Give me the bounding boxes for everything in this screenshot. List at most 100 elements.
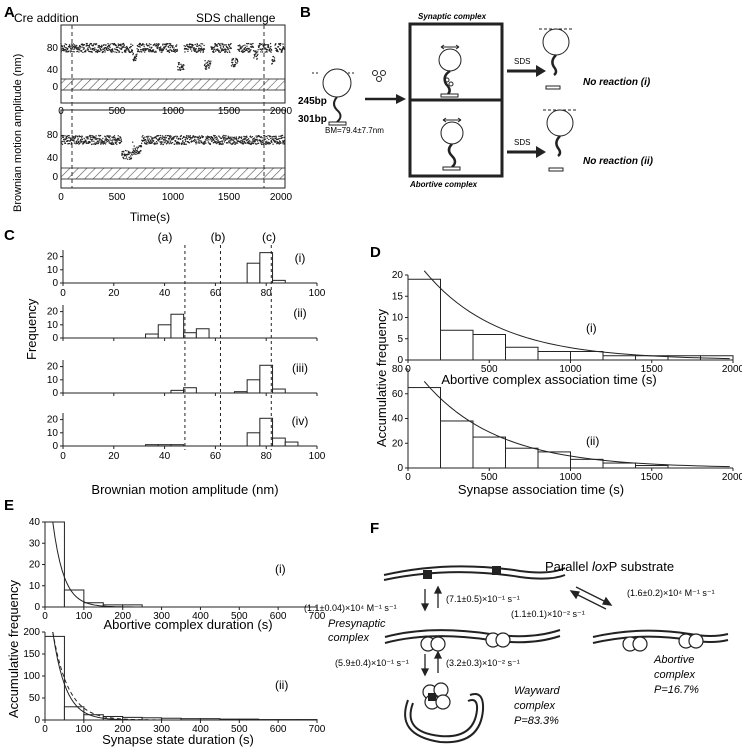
d-ytick-label: 20	[392, 438, 404, 449]
d-ytick-label: 0	[397, 463, 403, 474]
trace-point	[183, 45, 185, 47]
trace-point	[139, 145, 142, 148]
trace-point	[94, 138, 97, 140]
trace-point	[162, 43, 164, 45]
trace-point	[225, 137, 227, 139]
trace-point	[183, 68, 185, 71]
trace-point	[68, 135, 70, 137]
trace-point	[186, 43, 188, 46]
trace-point	[256, 57, 258, 60]
trace-point	[208, 136, 211, 138]
trace-point	[176, 143, 178, 145]
trace-point	[125, 50, 127, 52]
trace-point	[223, 139, 225, 141]
trace-point	[260, 140, 262, 142]
c-ytick-label: 0	[52, 441, 58, 452]
trace-point	[196, 43, 199, 46]
trace-point	[148, 44, 150, 47]
trace-point	[245, 139, 248, 142]
trace-point	[133, 152, 136, 154]
trace-point	[178, 63, 180, 65]
trace-point	[211, 140, 213, 143]
trace-point	[256, 138, 258, 141]
trace-point	[227, 135, 229, 138]
trace-point	[93, 143, 96, 145]
trace-point	[131, 44, 134, 47]
d-bar	[602, 462, 636, 469]
trace-point	[86, 42, 88, 45]
cre-molecules-icon	[372, 70, 386, 82]
trace-point	[207, 64, 210, 67]
trace-point	[161, 51, 163, 53]
trace-point	[169, 43, 172, 45]
trace-point	[79, 46, 82, 48]
trace-point	[240, 136, 243, 138]
trace-point	[82, 140, 84, 143]
trace-point	[279, 137, 281, 140]
trace-point	[121, 154, 123, 156]
trace-point	[82, 142, 85, 144]
trace-point	[76, 142, 79, 145]
trace-point	[137, 48, 140, 51]
trace-point	[136, 53, 138, 55]
trace-point	[189, 137, 192, 139]
trace-point	[78, 51, 80, 53]
trace-point	[106, 47, 108, 49]
trace-point	[65, 50, 67, 52]
trace-point	[174, 51, 176, 53]
trace-point	[140, 146, 143, 148]
trace-point	[255, 143, 258, 145]
trace-point	[238, 50, 241, 52]
trace-point	[134, 55, 136, 58]
trace-point	[229, 137, 231, 139]
trace-point	[176, 137, 178, 139]
trace-point	[279, 44, 281, 47]
trace-point	[177, 69, 179, 71]
trace-point	[231, 138, 233, 140]
trace-point	[249, 135, 252, 137]
trace-point	[64, 142, 67, 145]
trace-point	[79, 48, 81, 50]
trace-point	[181, 65, 183, 67]
trace-point	[205, 142, 207, 144]
trace-point	[235, 143, 237, 145]
trace-point	[136, 48, 138, 50]
a-bot-ytick-0: 0	[52, 172, 58, 183]
trace-point	[130, 157, 133, 160]
trace-point	[231, 136, 233, 138]
trace-point	[136, 44, 139, 47]
trace-point	[180, 134, 182, 137]
trace-point	[172, 138, 174, 140]
trace-point	[194, 136, 197, 138]
panel-c-marker-b: (b)	[211, 230, 226, 244]
trace-point	[197, 50, 199, 53]
c-ytick-label: 20	[47, 252, 59, 263]
trace-point	[231, 59, 233, 62]
trace-point	[260, 142, 262, 144]
trace-point	[133, 153, 135, 156]
trace-point	[77, 47, 80, 49]
trace-point	[151, 142, 154, 144]
trace-point	[97, 137, 99, 140]
panel-label-f: F	[370, 520, 379, 537]
trace-point	[227, 136, 230, 139]
d-xtick-label: 500	[481, 472, 498, 483]
trace-point	[268, 46, 270, 48]
trace-point	[184, 139, 187, 141]
trace-point	[159, 134, 162, 137]
trace-point	[128, 156, 130, 159]
trace-point	[168, 42, 170, 45]
trace-point	[222, 136, 224, 139]
trace-point	[134, 59, 137, 62]
trace-point	[90, 48, 92, 50]
d-bar	[537, 351, 571, 361]
trace-point	[87, 138, 89, 140]
trace-point	[274, 60, 276, 62]
e-xtick-label: 600	[270, 611, 287, 622]
trace-point	[70, 47, 72, 50]
trace-point	[109, 48, 111, 51]
trace-point	[67, 47, 69, 50]
trace-point	[185, 136, 188, 139]
trace-point	[227, 48, 229, 51]
